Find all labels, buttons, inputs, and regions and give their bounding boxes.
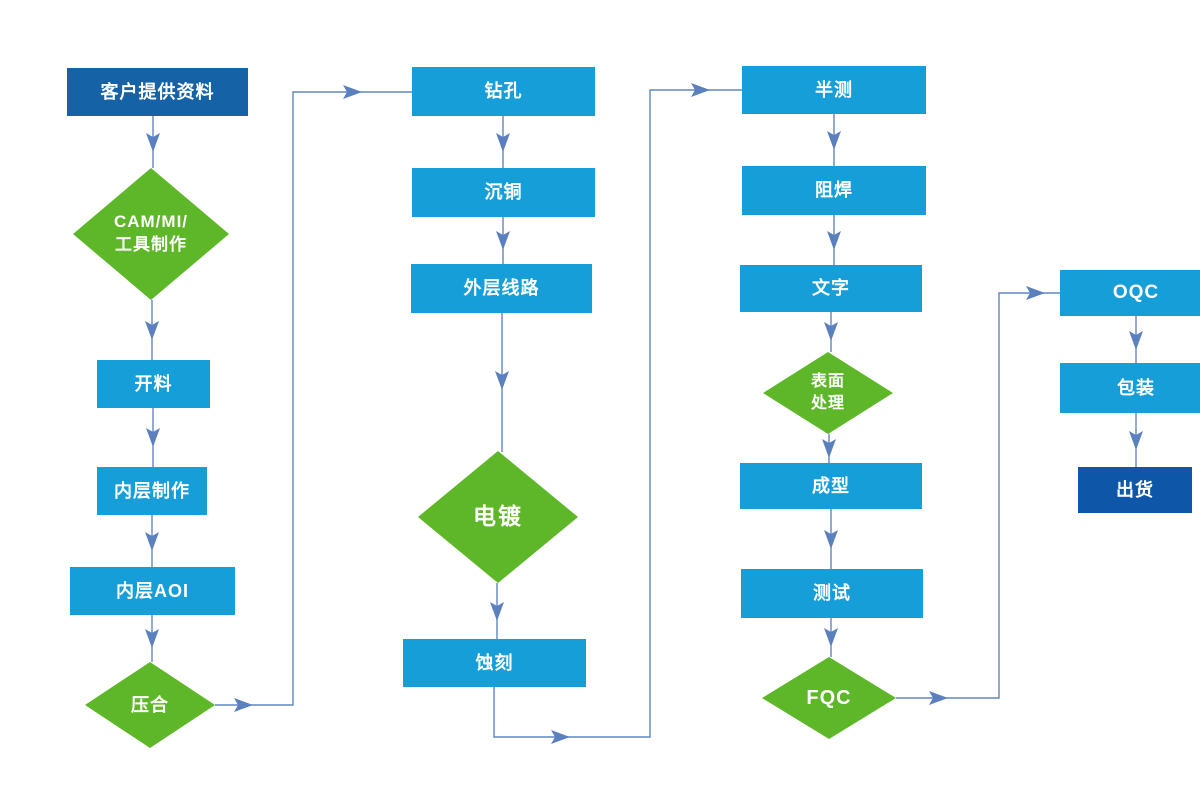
node-solder-mask: 阻焊 [742,166,926,215]
arrowhead-down-icon [824,322,838,341]
node-copper-deposition: 沉铜 [412,168,595,217]
arrowhead-right-icon [691,83,710,97]
arrowhead-right-icon [551,730,570,744]
arrowhead-down-icon [146,133,160,152]
node-forming: 成型 [740,463,922,509]
node-customer-data: 客户提供资料 [67,68,248,116]
arrowhead-down-icon [827,131,841,150]
node-inner-layer: 内层制作 [97,467,207,515]
arrowhead-down-icon [490,602,504,621]
arrowhead-down-icon [145,629,159,648]
node-testing: 测试 [741,569,923,618]
arrowhead-down-icon [145,321,159,340]
arrowhead-down-icon [1129,331,1143,350]
node-oqc: OQC [1060,270,1200,316]
node-cutting: 开料 [97,360,210,408]
node-half-test: 半测 [742,66,926,114]
arrowhead-down-icon [1129,431,1143,450]
arrowhead-down-icon [496,133,510,152]
arrowhead-down-icon [822,439,836,458]
connector [215,91,412,706]
arrowhead-down-icon [824,628,838,647]
node-silkscreen: 文字 [740,265,922,312]
arrowhead-right-icon [234,698,253,712]
node-shipping: 出货 [1078,467,1192,513]
connector [493,89,742,738]
node-inner-aoi: 内层AOI [70,567,235,615]
arrowhead-down-icon [495,371,509,390]
arrowhead-down-icon [145,532,159,551]
arrowhead-down-icon [146,428,160,447]
arrowhead-right-icon [1026,286,1045,300]
arrowhead-right-icon [929,691,948,705]
node-outer-circuit: 外层线路 [411,264,592,313]
node-etching: 蚀刻 [403,639,586,687]
arrowhead-down-icon [827,231,841,250]
arrowhead-right-icon [343,85,362,99]
node-drilling: 钻孔 [412,67,595,116]
node-packing: 包装 [1060,363,1200,413]
arrowhead-down-icon [824,530,838,549]
arrowhead-down-icon [496,231,510,250]
